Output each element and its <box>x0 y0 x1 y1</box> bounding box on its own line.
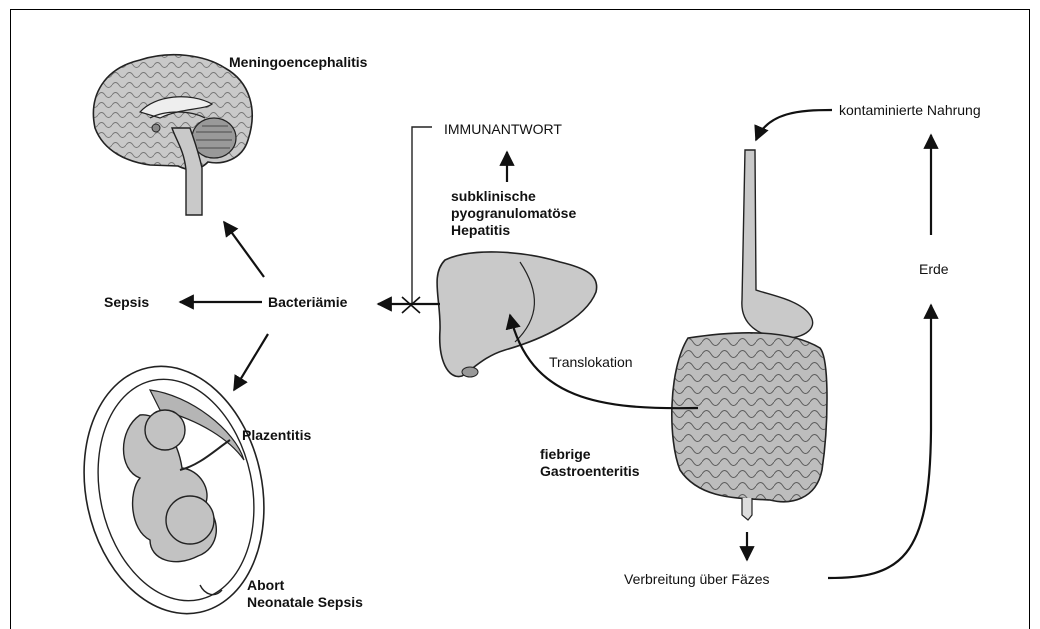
label-immunantwort: IMMUNANTWORT <box>444 121 562 138</box>
arrow-to-uterus <box>234 334 268 390</box>
label-bacteriaemie: Bacteriämie <box>268 294 347 311</box>
label-sepsis: Sepsis <box>104 294 149 311</box>
label-meningoencephalitis: Meningoencephalitis <box>229 54 367 71</box>
arrows <box>180 110 931 578</box>
brain-illustration <box>93 55 252 215</box>
immune-bracket-line <box>412 127 432 305</box>
label-hepatitis: subklinische pyogranulomatöse Hepatitis <box>451 188 576 239</box>
label-translokation: Translokation <box>549 354 633 371</box>
label-kontaminierte-nahrung: kontaminierte Nahrung <box>839 102 981 119</box>
label-erde: Erde <box>919 261 949 278</box>
label-plazentitis: Plazentitis <box>242 427 311 444</box>
arrow-food-to-esophagus <box>756 110 832 140</box>
arrow-faezes-to-earth <box>828 305 931 578</box>
label-gastroenteritis: fiebrige Gastroenteritis <box>540 446 640 480</box>
arrow-to-brain <box>224 222 264 277</box>
digestive-tract-illustration <box>672 150 827 520</box>
label-abort-neonatale-sepsis: Abort Neonatale Sepsis <box>247 577 363 611</box>
label-verbreitung-faezes: Verbreitung über Fäzes <box>624 571 770 588</box>
